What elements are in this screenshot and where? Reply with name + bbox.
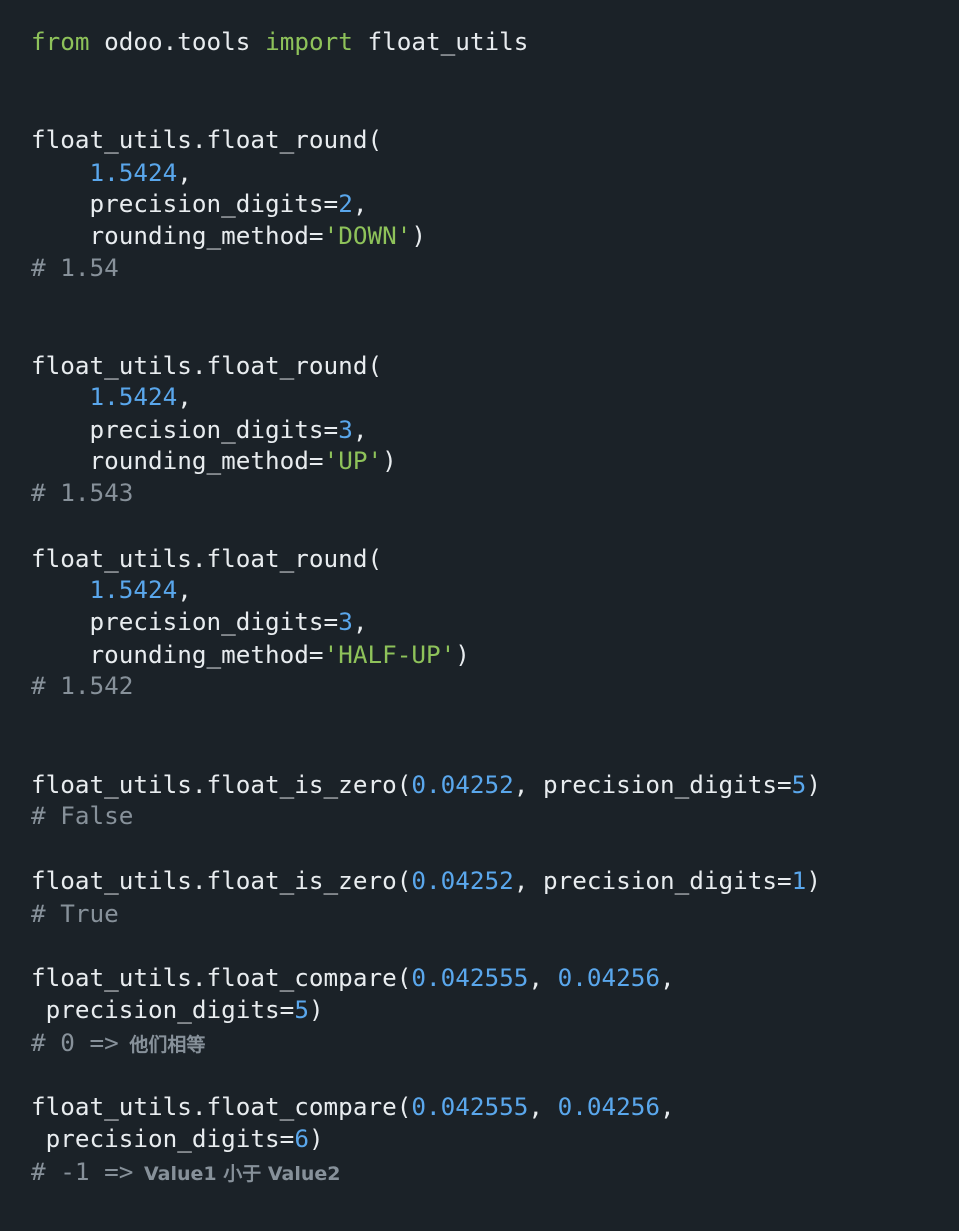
code-number: 3 — [338, 607, 353, 636]
code-text: float_utils.float_is_zero( — [31, 866, 412, 895]
code-line-20: rounding_method='HALF-UP') — [31, 639, 470, 671]
code-text: precision_digits= — [31, 189, 339, 218]
code-line-25: # False — [31, 800, 133, 832]
code-comment: # 1.542 — [31, 671, 134, 700]
code-comment: # 1.54 — [31, 253, 119, 282]
code-text: float_utils.float_round( — [31, 351, 383, 380]
code-text: ) — [806, 770, 821, 799]
code-text: ) — [308, 1124, 324, 1153]
code-line-8: # 1.54 — [31, 252, 119, 284]
code-line-36: # -1 => Value1 小于 Value2 — [31, 1156, 341, 1188]
code-text: , — [660, 963, 675, 992]
code-keyword: import — [265, 27, 353, 56]
code-text: , — [352, 415, 368, 444]
code-number: 1.5424 — [89, 158, 178, 187]
code-number: 0.04252 — [411, 866, 514, 895]
code-comment: # False — [31, 801, 134, 830]
code-number: 3 — [338, 415, 353, 444]
code-string: 'HALF-UP' — [323, 640, 456, 669]
code-comment-note: 他们相等 — [122, 1034, 206, 1056]
code-text — [31, 382, 90, 411]
code-text: , — [177, 575, 192, 604]
code-text: , — [177, 158, 192, 187]
code-text — [31, 575, 90, 604]
code-string: 'DOWN' — [323, 221, 412, 250]
code-number: 0.04252 — [411, 770, 514, 799]
code-number: 0.04256 — [557, 1092, 661, 1121]
code-text: float_utils.float_round( — [31, 125, 383, 154]
code-text: , — [177, 382, 192, 411]
code-comment: # 1.543 — [31, 478, 134, 507]
code-text: ) — [455, 640, 470, 669]
code-number: 6 — [294, 1124, 309, 1153]
code-line-19: precision_digits=3, — [31, 606, 368, 638]
code-comment: # 0 => — [31, 1028, 119, 1057]
code-number: 1.5424 — [89, 382, 178, 411]
code-number: 1.5424 — [89, 575, 178, 604]
code-text: float_utils.float_round( — [31, 544, 383, 573]
code-text: precision_digits= — [31, 1124, 295, 1153]
code-text: , — [660, 1092, 675, 1121]
code-number: 1 — [791, 866, 807, 895]
code-number: 0.04256 — [557, 963, 661, 992]
code-text — [31, 158, 90, 187]
code-text: odoo.tools — [89, 27, 266, 56]
code-line-5: 1.5424, — [31, 157, 192, 189]
code-number: 0.042555 — [411, 1092, 529, 1121]
code-line-21: # 1.542 — [31, 670, 133, 702]
code-text: float_utils.float_is_zero( — [31, 770, 412, 799]
code-line-6: precision_digits=2, — [31, 188, 368, 220]
code-comment: # -1 => — [31, 1157, 134, 1186]
code-line-30: float_utils.float_compare(0.042555, 0.04… — [31, 962, 675, 994]
code-number: 5 — [294, 995, 309, 1024]
code-line-7: rounding_method='DOWN') — [31, 220, 426, 252]
code-text: float_utils — [352, 27, 529, 56]
code-line-34: float_utils.float_compare(0.042555, 0.04… — [31, 1091, 675, 1123]
code-text: , precision_digits= — [513, 866, 792, 895]
code-text: , — [528, 963, 558, 992]
code-text: precision_digits= — [31, 415, 339, 444]
code-text: , — [352, 189, 368, 218]
code-line-18: 1.5424, — [31, 574, 192, 606]
code-line-32: # 0 => 他们相等 — [31, 1027, 205, 1059]
code-line-35: precision_digits=6) — [31, 1123, 324, 1155]
code-string: 'UP' — [323, 446, 383, 475]
code-line-27: float_utils.float_is_zero(0.04252, preci… — [31, 865, 821, 897]
code-line-24: float_utils.float_is_zero(0.04252, preci… — [31, 769, 821, 801]
code-comment: # True — [31, 899, 119, 928]
code-text: , precision_digits= — [513, 770, 792, 799]
code-text: float_utils.float_compare( — [31, 963, 412, 992]
code-line-17: float_utils.float_round( — [31, 543, 382, 575]
code-text: , — [528, 1092, 558, 1121]
code-text: ) — [382, 446, 397, 475]
code-line-28: # True — [31, 898, 119, 930]
code-text: rounding_method= — [31, 640, 324, 669]
code-line-4: float_utils.float_round( — [31, 124, 382, 156]
code-line-14: rounding_method='UP') — [31, 445, 397, 477]
code-text: rounding_method= — [31, 446, 324, 475]
code-line-12: 1.5424, — [31, 381, 192, 413]
code-text: precision_digits= — [31, 607, 339, 636]
code-keyword: from — [31, 27, 90, 56]
code-line-15: # 1.543 — [31, 477, 133, 509]
code-text: ) — [806, 866, 821, 895]
code-line-13: precision_digits=3, — [31, 414, 368, 446]
code-text: rounding_method= — [31, 221, 324, 250]
code-line-1: from odoo.tools import float_utils — [31, 26, 528, 58]
code-number: 2 — [338, 189, 353, 218]
code-text: ) — [411, 221, 426, 250]
code-number: 0.042555 — [411, 963, 529, 992]
code-line-11: float_utils.float_round( — [31, 350, 382, 382]
code-text: ) — [308, 995, 324, 1024]
code-text: float_utils.float_compare( — [31, 1092, 412, 1121]
code-text: precision_digits= — [31, 995, 295, 1024]
code-line-31: precision_digits=5) — [31, 994, 324, 1026]
code-text: , — [352, 607, 368, 636]
code-number: 5 — [791, 770, 807, 799]
code-comment-note: Value1 小于 Value2 — [137, 1163, 341, 1185]
